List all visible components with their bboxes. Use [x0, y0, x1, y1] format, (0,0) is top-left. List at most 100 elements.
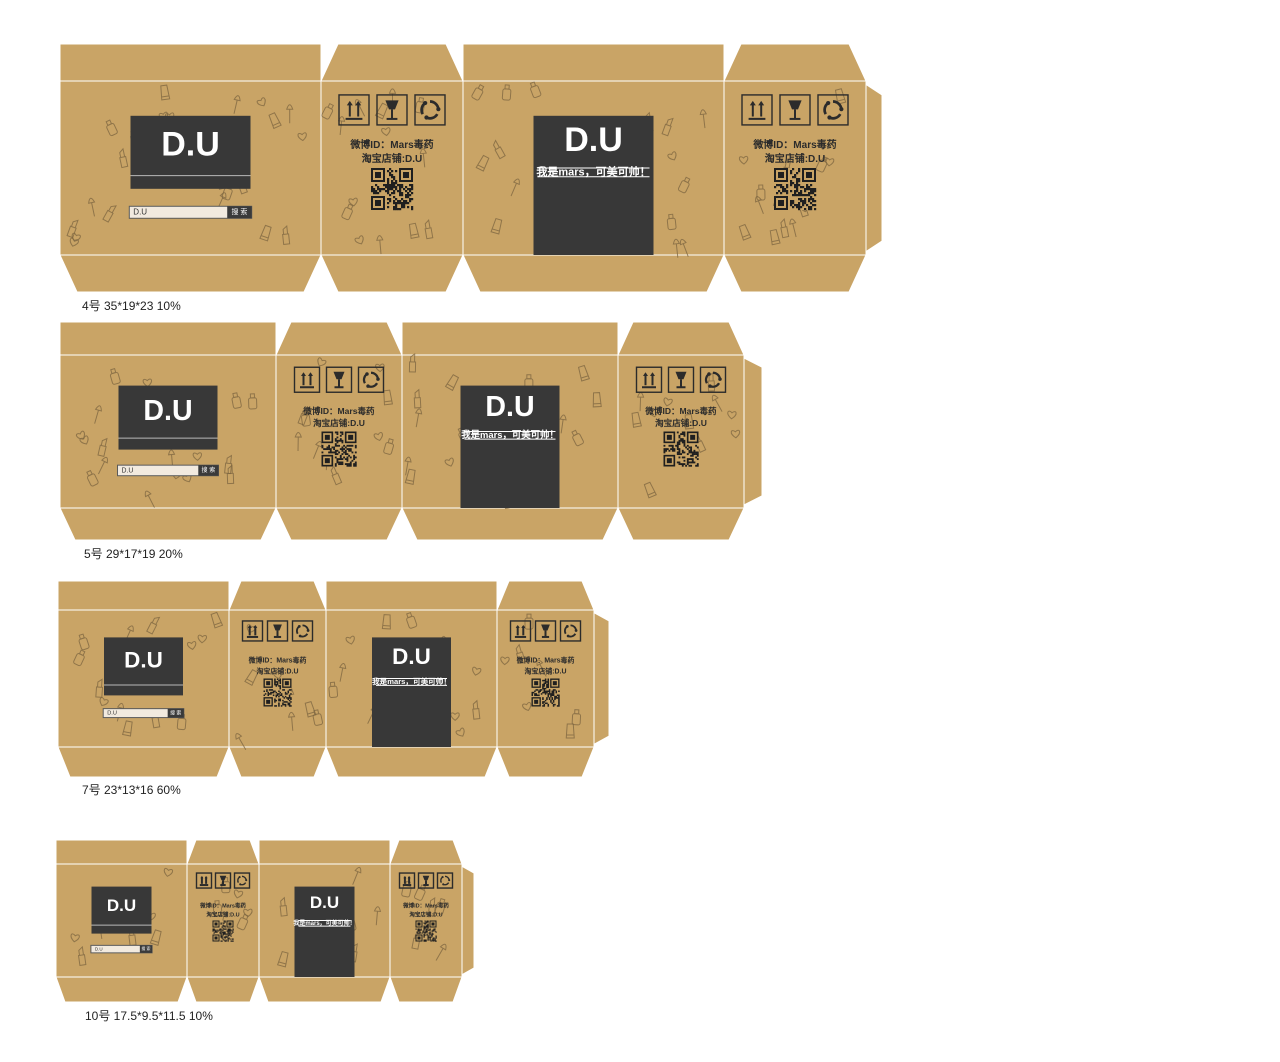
du-logo: D.U — [161, 125, 220, 163]
box-size-caption: 7号 23*13*16 60% — [82, 783, 181, 797]
weibo-id: 微博ID：Mars毒药 — [402, 901, 449, 909]
weibo-id: 微博ID：Mars毒药 — [644, 405, 717, 416]
glue-tab — [461, 865, 475, 976]
taobao-shop: 淘宝店铺:D.U — [524, 666, 566, 675]
box-size-caption: 10号 17.5*9.5*11.5 10% — [85, 1009, 213, 1023]
du-logo: D.U — [564, 121, 623, 159]
search-button-label: 搜 索 — [202, 466, 216, 474]
du-logo: D.U — [107, 896, 136, 915]
slogan-panel — [460, 385, 560, 508]
this-way-up-icon — [195, 872, 213, 889]
taobao-shop: 淘宝店铺:D.U — [362, 152, 423, 165]
weibo-id: 微博ID：Mars毒药 — [248, 656, 307, 665]
glue-tab — [743, 357, 763, 506]
this-way-up-icon — [635, 366, 663, 393]
search-button — [167, 708, 184, 718]
search-button-label: 搜 索 — [170, 709, 181, 716]
du-logo: D.U — [124, 648, 163, 673]
weibo-id: 微博ID：Mars毒药 — [199, 901, 246, 909]
panel-3: D.U 我是mars，可美可帅！ — [401, 321, 619, 541]
taobao-shop: 淘宝店铺:D.U — [256, 666, 298, 675]
fragile-glass-icon — [266, 620, 289, 642]
search-field-text: D.U — [122, 467, 134, 474]
qr-code — [263, 678, 292, 707]
du-logo: D.U — [485, 391, 534, 423]
search-field-text: D.U — [95, 946, 103, 951]
slogan-panel — [294, 886, 355, 977]
weibo-id: 微博ID：Mars毒药 — [349, 138, 433, 151]
slogan: 我是mars，可美可帅！ — [372, 676, 451, 686]
this-way-up-icon — [741, 94, 773, 126]
taobao-shop: 淘宝店铺:D.U — [765, 152, 826, 165]
fragile-glass-icon — [779, 94, 811, 126]
panel-1: D.U D.U 搜 索 — [57, 580, 230, 778]
search-button — [198, 465, 219, 476]
panel-3: D.U 我是mars，可美可帅！ — [258, 839, 391, 1003]
logo-panel — [130, 115, 251, 189]
recycle-icon — [817, 94, 849, 126]
search-button-label: 搜 索 — [141, 945, 150, 951]
fragile-glass-icon — [667, 366, 695, 393]
weibo-id: 微博ID：Mars毒药 — [516, 656, 575, 665]
qr-code — [663, 431, 699, 467]
search-field — [90, 944, 153, 954]
this-way-up-icon — [241, 620, 264, 642]
recycle-icon — [357, 366, 385, 393]
box-size-caption: 4号 35*19*23 10% — [82, 299, 181, 313]
taobao-shop: 淘宝店铺:D.U — [409, 910, 442, 918]
slogan: 我是mars，可美可帅！ — [293, 919, 355, 927]
recycle-icon — [233, 872, 251, 889]
recycle-icon — [414, 94, 446, 126]
fragile-glass-icon — [214, 872, 232, 889]
fragile-glass-icon — [376, 94, 408, 126]
taobao-shop: 淘宝店铺:D.U — [313, 417, 365, 428]
box-size-caption: 5号 29*17*19 20% — [84, 547, 183, 561]
taobao-shop: 淘宝店铺:D.U — [206, 910, 239, 918]
slogan: 我是mars，可美可帅！ — [536, 164, 650, 178]
du-logo: D.U — [310, 893, 339, 912]
fragile-glass-icon — [534, 620, 557, 642]
slogan: 我是mars，可美可帅！ — [461, 429, 558, 440]
fragile-glass-icon — [417, 872, 435, 889]
taobao-shop: 淘宝店铺:D.U — [655, 417, 707, 428]
search-field-text: D.U — [107, 711, 117, 717]
recycle-icon — [559, 620, 582, 642]
recycle-icon — [436, 872, 454, 889]
panel-3: D.U 我是mars，可美可帅！ — [462, 43, 725, 293]
qr-code — [212, 920, 234, 942]
du-logo: D.U — [392, 644, 431, 669]
qr-code — [531, 678, 560, 707]
panel-3: D.U 我是mars，可美可帅！ — [325, 580, 498, 778]
qr-code — [371, 168, 414, 211]
this-way-up-icon — [338, 94, 370, 126]
logo-panel — [104, 637, 183, 696]
qr-code — [415, 920, 437, 942]
search-field — [128, 205, 253, 219]
fragile-glass-icon — [325, 366, 353, 393]
qr-code — [774, 168, 817, 211]
this-way-up-icon — [293, 366, 321, 393]
slogan-panel — [533, 115, 654, 255]
this-way-up-icon — [509, 620, 532, 642]
glue-tab — [865, 83, 883, 253]
recycle-icon — [699, 366, 727, 393]
slogan-panel — [372, 637, 451, 747]
recycle-icon — [291, 620, 314, 642]
weibo-id: 微博ID：Mars毒药 — [302, 405, 375, 416]
this-way-up-icon — [398, 872, 416, 889]
qr-code — [321, 431, 357, 467]
search-button — [227, 206, 252, 219]
